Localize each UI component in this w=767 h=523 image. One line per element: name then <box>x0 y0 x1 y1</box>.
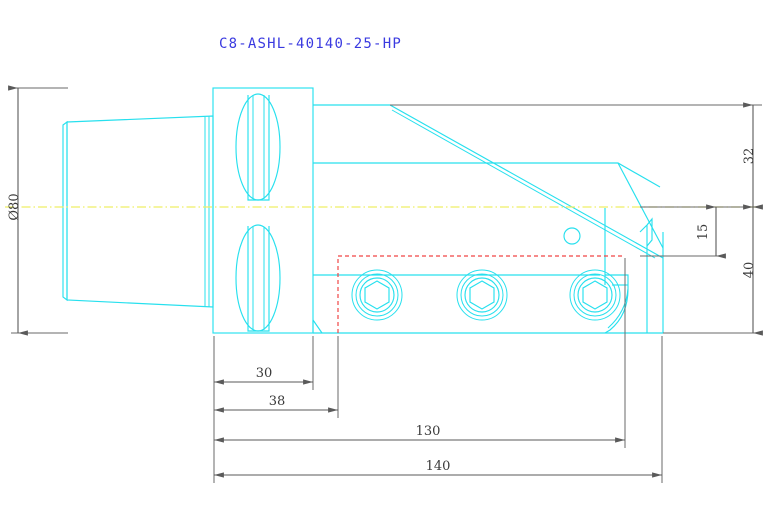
dim-label-30: 30 <box>256 366 273 381</box>
dim-label-32: 32 <box>742 148 757 165</box>
slot-upper <box>235 93 281 201</box>
dimension-annotations: Ø80 32 15 40 <box>7 85 763 483</box>
drawing-title: C8-ASHL-40140-25-HP <box>219 36 402 52</box>
flange-plate <box>212 87 323 334</box>
dim-label-diameter: Ø80 <box>7 193 22 220</box>
dim-height-32: 32 <box>390 102 763 210</box>
dim-height-15: 15 <box>640 204 726 259</box>
dim-label-140: 140 <box>426 459 451 474</box>
dim-label-130: 130 <box>416 424 441 439</box>
hidden-bore-outline <box>337 255 625 333</box>
dim-label-40: 40 <box>742 262 757 279</box>
screw-hole-2 <box>456 269 508 321</box>
dim-label-15: 15 <box>696 224 711 241</box>
dim-length-38: 38 <box>213 336 339 418</box>
screw-hole-3 <box>569 269 621 321</box>
dim-length-30: 30 <box>213 336 314 390</box>
screw-holes <box>351 269 621 321</box>
dim-height-40: 40 <box>663 204 763 336</box>
coolant-hole <box>563 227 581 245</box>
dim-length-130: 130 <box>213 258 626 448</box>
screw-hole-1 <box>351 269 403 321</box>
part-geometry <box>5 87 762 334</box>
taper-shank <box>62 115 214 308</box>
dim-diameter-left: Ø80 <box>7 85 68 336</box>
dim-length-140: 140 <box>213 336 663 483</box>
dim-label-38: 38 <box>269 394 286 409</box>
slot-lower <box>235 224 281 332</box>
